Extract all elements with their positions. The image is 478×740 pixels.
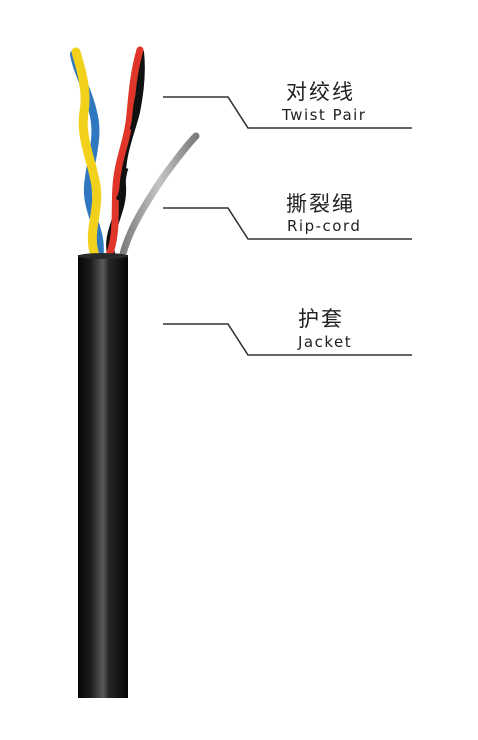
jacket-cut-end [78, 253, 128, 259]
cable-jacket [78, 255, 128, 698]
leader-line-twist-pair [163, 96, 412, 129]
label-twist-pair-cn: 对绞线 [286, 80, 355, 104]
twisted-pair-red-black [104, 46, 145, 262]
rip-cord [118, 132, 200, 262]
label-jacket-cn: 护套 [298, 307, 344, 331]
twisted-pair-yellow-blue [70, 47, 104, 263]
label-rip-cord-en: Rip-cord [287, 217, 362, 235]
leader-line-rip-cord [163, 207, 412, 240]
label-rip-cord-cn: 撕裂绳 [286, 192, 355, 216]
label-jacket-en: Jacket [298, 333, 353, 351]
leader-line-jacket [163, 323, 412, 356]
label-twist-pair-en: Twist Pair [282, 106, 367, 124]
